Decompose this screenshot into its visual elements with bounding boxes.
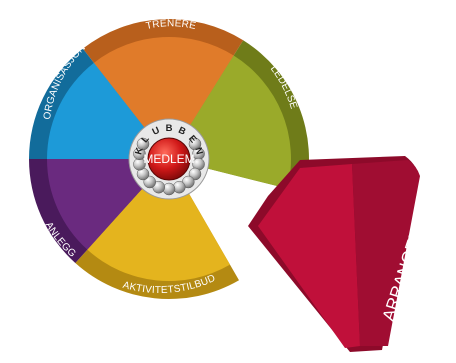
hub-center-ball [147,137,191,181]
segment-aktivitetstilbud[interactable] [87,188,231,281]
wheel-segments [47,37,291,281]
hub-ring-letter: B [176,125,187,138]
segment-organisasjon[interactable] [47,62,145,159]
segment-arrangement-face [258,164,360,348]
hub-bead [173,180,186,194]
hub-center-label: MEDLEM [143,152,194,166]
hub-ring-letter: E [186,133,199,145]
hub-ring-letter: B [166,123,173,134]
hub-bead [136,137,150,151]
segment-trenere[interactable] [93,37,234,128]
hub-ring-letter: L [140,133,152,145]
segment-trenere-label: TRENERE [145,18,197,32]
hub-ring-letter: K [133,146,145,156]
segment-arrangement-rim [352,160,420,346]
hub-beads [133,137,205,196]
hub-bead [162,182,176,196]
hub-ring-letter: N [192,146,204,156]
hub-ring-letter: U [151,125,162,138]
segment-ledelse[interactable] [190,55,291,189]
segment-anlegg[interactable] [47,159,143,250]
